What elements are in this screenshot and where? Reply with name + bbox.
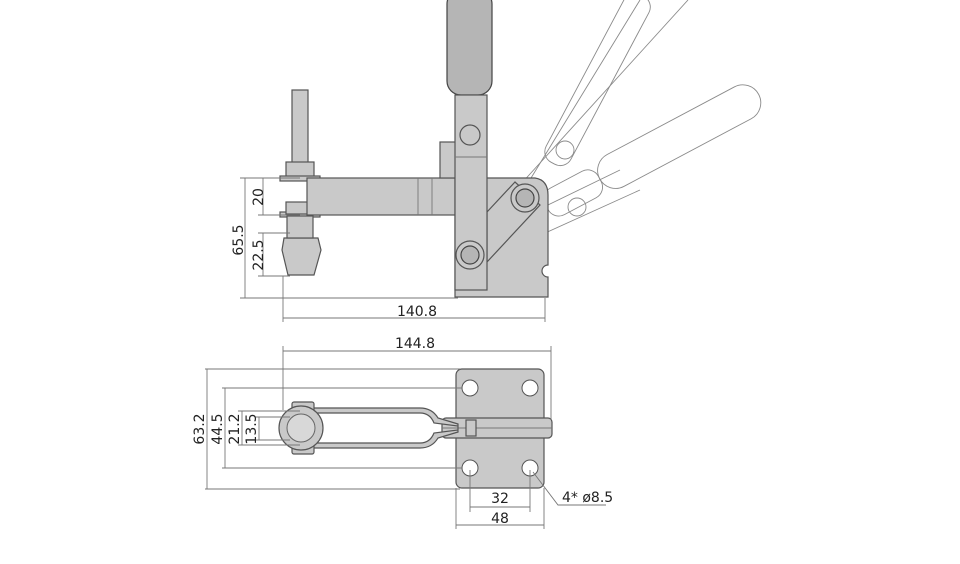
dim-arm-thickness: 20 (251, 188, 267, 206)
side-view (279, 0, 549, 298)
dim-overall-height: 65.5 (231, 224, 247, 255)
dim-overall-length: 140.8 (397, 304, 437, 320)
spindle-tip (281, 237, 322, 276)
spindle-bolt (291, 89, 309, 166)
dim-hole-spacing-vertical: 44.5 (210, 413, 226, 444)
dim-spindle-height: 22.5 (251, 239, 267, 270)
dim-base-length: 48 (491, 511, 509, 527)
hole-leader (532, 471, 606, 506)
side-dimensions (240, 177, 546, 322)
dim-base-width: 63.2 (192, 413, 208, 444)
dim-slot-inner: 13.5 (244, 413, 260, 444)
clamp-arm (306, 177, 458, 216)
top-dimensions (205, 346, 606, 529)
dim-hole-spacing-horizontal: 32 (491, 491, 509, 507)
dim-slot-outer: 21.2 (227, 413, 243, 444)
top-view (278, 368, 553, 489)
dim-top-overall-length: 144.8 (395, 336, 435, 352)
handle-grip (446, 0, 493, 96)
hole-callout: 4* ø8.5 (562, 490, 613, 506)
